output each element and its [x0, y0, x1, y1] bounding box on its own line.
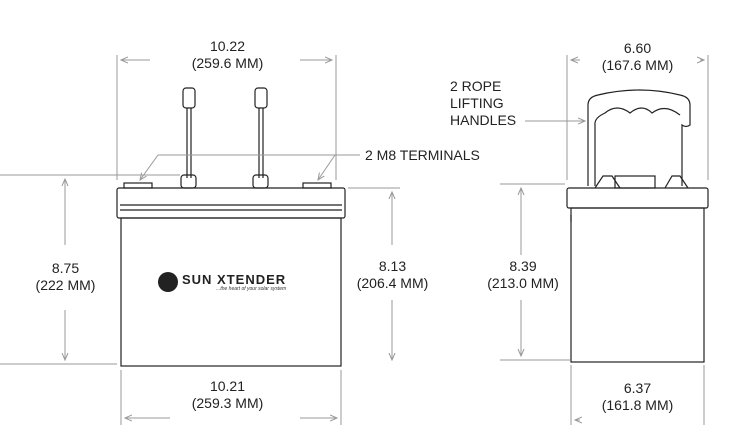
front-top-width-label: 10.22 (259.6 MM) — [191, 38, 264, 71]
front-case-height-label: 8.13 (206.4 MM) — [356, 258, 429, 291]
side-dimension-lines — [500, 55, 709, 425]
side-view-battery — [566, 89, 709, 363]
front-total-height-label: 8.75 (222 MM) — [35, 260, 96, 293]
rope-handle-right — [252, 87, 269, 189]
sun-logo-icon — [158, 272, 178, 292]
front-view-battery — [116, 87, 346, 367]
front-bottom-width-label: 10.21 (259.3 MM) — [191, 378, 264, 411]
handles-label: 2 ROPE LIFTING HANDLES — [450, 78, 517, 128]
lifting-handle — [587, 89, 691, 186]
front-dimension-lines — [0, 55, 400, 425]
rope-handle-left — [180, 87, 197, 189]
side-bottom-width-label: 6.37 (161.8 MM) — [601, 380, 674, 413]
side-case-height-label: 8.39 (213.0 MM) — [487, 258, 559, 291]
terminals-label: 2 M8 TERMINALS — [365, 147, 480, 163]
sun-xtender-logo: SUN XTENDER ...the heart of your solar s… — [158, 272, 286, 292]
side-top-width-label: 6.60 (167.6 MM) — [601, 40, 674, 73]
